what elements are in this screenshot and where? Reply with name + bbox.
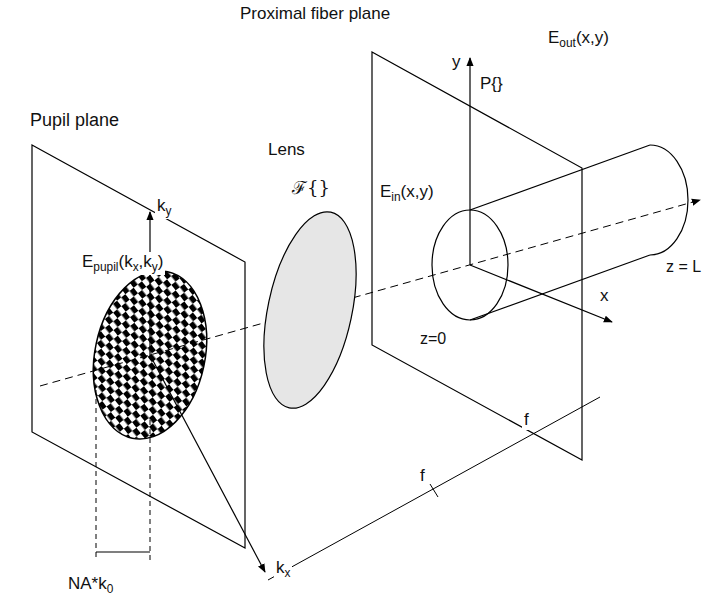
- y-axis: [469, 58, 470, 265]
- figure-label: ky: [155, 196, 173, 219]
- figure-label: y: [450, 52, 463, 72]
- dimension-tick: [430, 484, 438, 497]
- figure-label: Ein(x,y): [378, 182, 436, 205]
- na-guide: [150, 420, 151, 560]
- figure-label: z=0: [418, 330, 448, 348]
- optical-axis: [40, 200, 700, 386]
- na-guide: [96, 390, 97, 560]
- na-bracket: [96, 551, 150, 552]
- x-axis: [470, 265, 612, 322]
- figure-label: z = L: [664, 258, 703, 276]
- kx-axis: [150, 355, 265, 572]
- figure-label: Lens: [266, 140, 307, 160]
- focal-dimension: [268, 397, 600, 580]
- figure-label: Epupil(kx,ky): [80, 252, 165, 275]
- figure-label: f: [418, 466, 427, 486]
- figure-label: NA*k0: [66, 574, 115, 597]
- figure-label: Proximal fiber plane: [238, 4, 392, 24]
- figure-label: P{}: [478, 74, 505, 94]
- figure-label: x: [598, 286, 611, 306]
- fiber-plane: [372, 52, 582, 460]
- ky-axis: [149, 212, 150, 355]
- fiber-edge: [470, 145, 650, 210]
- figure-label: ℱ{}: [290, 178, 332, 199]
- figure-label: Pupil plane: [28, 110, 121, 131]
- fiber-edge: [470, 255, 650, 320]
- figure-label: kx: [274, 558, 292, 581]
- figure-label: Eout(x,y): [546, 28, 611, 51]
- pupil-plane: [32, 145, 245, 548]
- fiber-end: [650, 145, 688, 255]
- figure-label: f: [522, 410, 531, 430]
- lens: [248, 203, 372, 416]
